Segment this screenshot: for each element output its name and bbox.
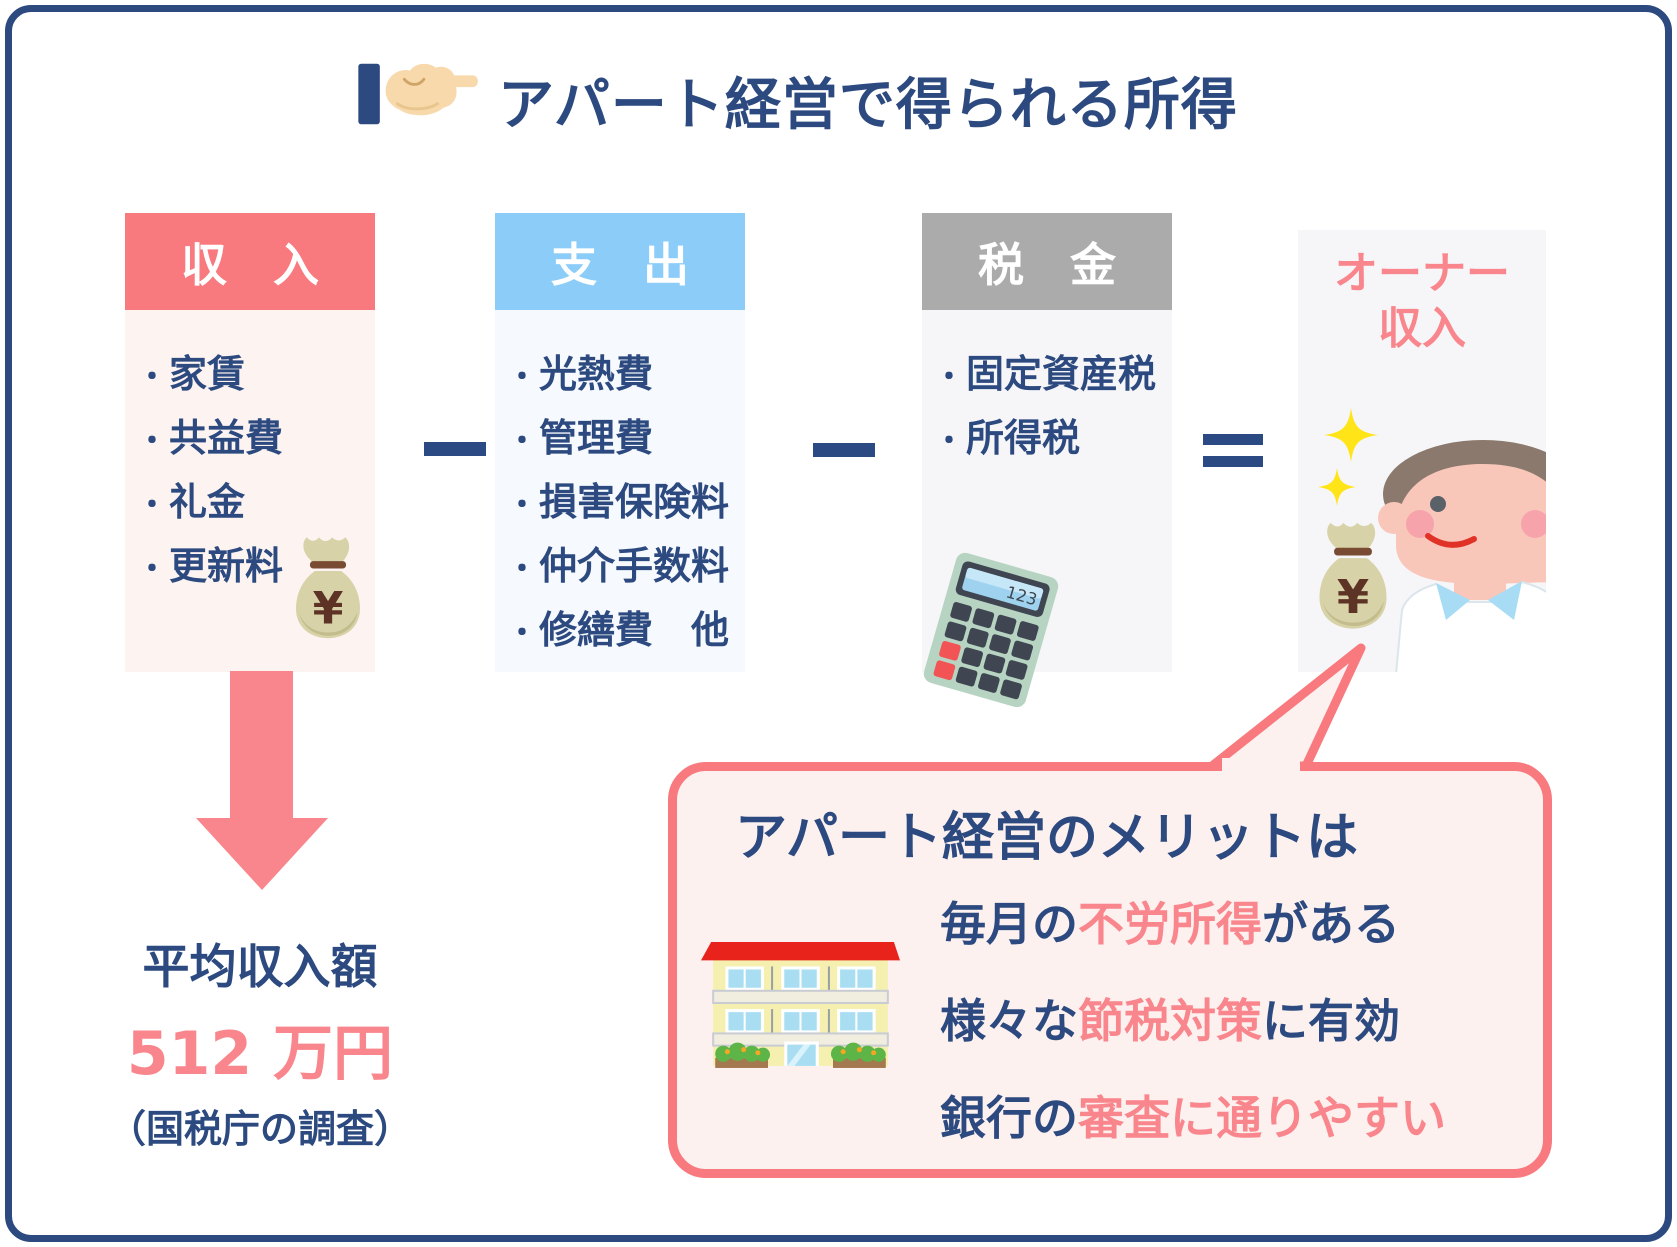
average-income-block: 平均収入額 512 万円 （国税庁の調査） bbox=[95, 928, 425, 1153]
expense-item: ・仲介手数料 bbox=[507, 544, 730, 588]
tax-header: 税 金 bbox=[922, 213, 1172, 310]
calculator-icon: 123 bbox=[923, 552, 1059, 708]
minus-operator bbox=[813, 443, 875, 457]
outer-border bbox=[5, 5, 1672, 1242]
tax-item: ・所得税 bbox=[934, 416, 1081, 460]
equals-operator bbox=[1203, 456, 1263, 467]
tax-body: ・固定資産税 ・所得税 123 bbox=[922, 310, 1172, 708]
down-arrow-head bbox=[196, 818, 328, 890]
income-item: ・更新料 bbox=[137, 544, 284, 588]
income-item: ・共益費 bbox=[137, 416, 284, 460]
owner-income-label: オーナー 収入 bbox=[1334, 248, 1510, 354]
income-item: ・礼金 bbox=[137, 480, 246, 524]
equals-operator bbox=[1203, 434, 1263, 445]
page-title: アパート経営で得られる所得 bbox=[498, 73, 1238, 138]
sparkle-icon bbox=[1324, 408, 1378, 462]
svg-text:¥: ¥ bbox=[313, 583, 344, 634]
money-bag-icon: ¥ bbox=[1319, 522, 1387, 629]
income-header: 収 入 bbox=[125, 213, 375, 310]
tax-item: ・固定資産税 bbox=[934, 352, 1157, 396]
apartment-building-icon bbox=[700, 942, 901, 1068]
expense-item: ・光熱費 bbox=[507, 352, 654, 396]
merit-line: 様々な節税対策に有効 bbox=[940, 994, 1400, 1048]
expense-item: ・損害保険料 bbox=[507, 480, 730, 524]
owner-avatar bbox=[1378, 440, 1546, 672]
average-income-note: （国税庁の調査） bbox=[107, 1107, 412, 1151]
merits-title: アパート経営のメリットは bbox=[735, 808, 1358, 868]
sparkle-icon bbox=[1318, 468, 1356, 506]
tax-column: 税 金 ・固定資産税 ・所得税 123 bbox=[922, 213, 1172, 708]
merit-line: 毎月の不労所得がある bbox=[940, 897, 1400, 951]
average-income-amount: 512 万円 bbox=[126, 1019, 394, 1089]
expense-header: 支 出 bbox=[495, 213, 745, 310]
income-body: ・家賃 ・共益費 ・礼金 ・更新料 ¥ bbox=[125, 310, 375, 672]
expense-body: ・光熱費 ・管理費 ・損害保険料 ・仲介手数料 ・修繕費 他 bbox=[495, 310, 745, 672]
money-bag-icon: ¥ bbox=[296, 537, 360, 639]
income-column: 収 入 ・家賃 ・共益費 ・礼金 ・更新料 ¥ bbox=[125, 213, 375, 672]
svg-text:¥: ¥ bbox=[1337, 570, 1369, 624]
minus-operator bbox=[424, 442, 486, 456]
expense-item: ・管理費 bbox=[507, 416, 654, 460]
down-arrow bbox=[230, 671, 293, 821]
owner-income-panel: オーナー 収入 ¥ bbox=[1298, 230, 1546, 672]
pointing-finger-icon bbox=[358, 63, 478, 125]
expense-item: ・修繕費 他 bbox=[507, 608, 730, 652]
merits-speech-bubble: アパート経営のメリットは bbox=[668, 762, 1552, 1178]
speech-bubble-tail bbox=[1207, 643, 1366, 786]
expense-column: 支 出 ・光熱費 ・管理費 ・損害保険料 ・仲介手数料 ・修繕費 他 bbox=[495, 213, 745, 672]
average-income-label: 平均収入額 bbox=[142, 940, 378, 995]
merit-line: 銀行の審査に通りやすい bbox=[940, 1091, 1446, 1145]
income-item: ・家賃 bbox=[137, 352, 246, 396]
